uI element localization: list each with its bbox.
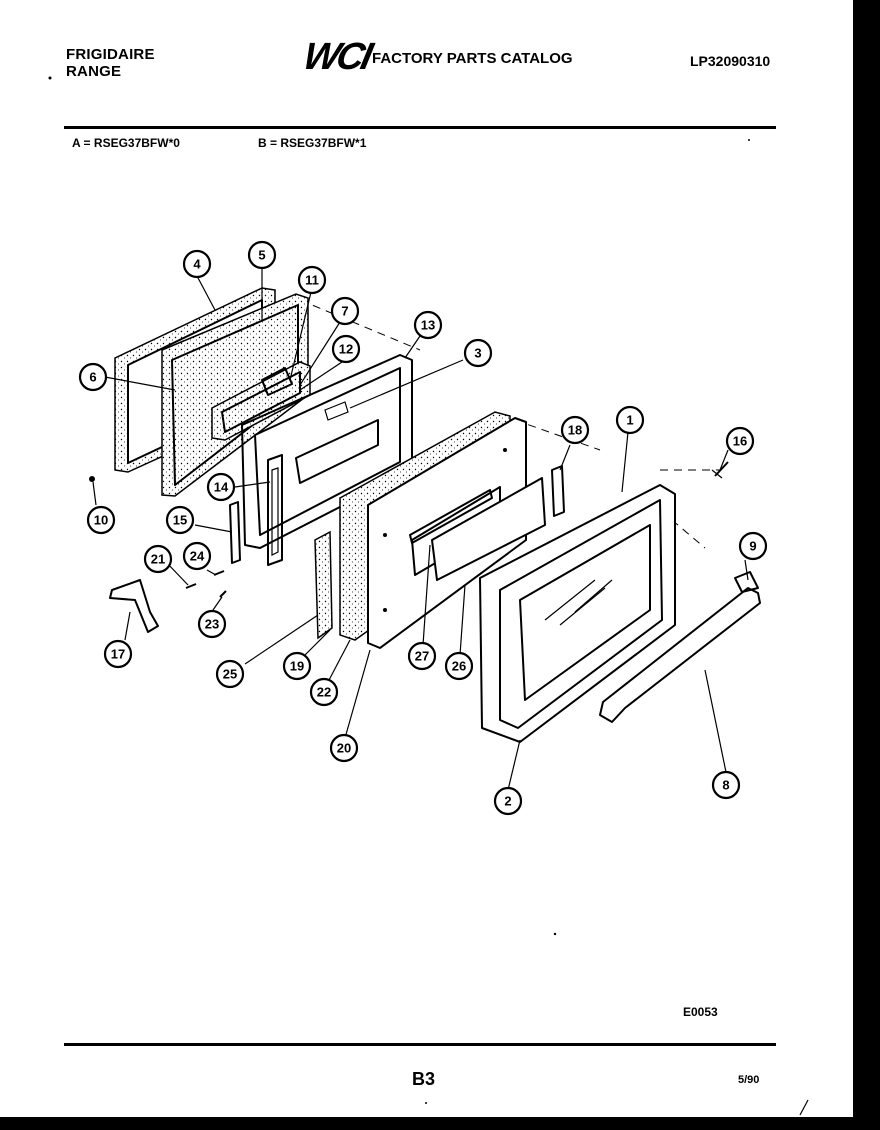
svg-text:15: 15 xyxy=(173,513,187,528)
callout-6: 6 xyxy=(78,362,108,392)
svg-text:22: 22 xyxy=(317,685,331,700)
svg-text:21: 21 xyxy=(151,552,165,567)
revision-date: 5/90 xyxy=(738,1074,760,1086)
callout-12: 12 xyxy=(331,334,361,364)
part-26-glass xyxy=(431,477,546,581)
footer-rule xyxy=(64,1043,776,1046)
svg-text:16: 16 xyxy=(733,434,747,449)
svg-text:17: 17 xyxy=(111,647,125,662)
model-b-label: B = RSEG37BFW*1 xyxy=(258,136,367,150)
svg-text:6: 6 xyxy=(89,370,96,385)
svg-text:5: 5 xyxy=(258,248,265,263)
svg-text:12: 12 xyxy=(339,342,353,357)
brand-block: FRIGIDAIRE RANGE xyxy=(66,46,155,80)
document-number: LP32090310 xyxy=(690,53,771,69)
svg-text:18: 18 xyxy=(568,423,582,438)
callout-20: 20 xyxy=(329,733,359,763)
callout-19: 19 xyxy=(282,651,312,681)
svg-text:25: 25 xyxy=(223,667,237,682)
svg-text:4: 4 xyxy=(193,257,201,272)
svg-text:23: 23 xyxy=(205,617,219,632)
callout-8: 8 xyxy=(711,770,741,800)
callout-13: 13 xyxy=(413,310,443,340)
svg-text:3: 3 xyxy=(474,346,481,361)
part-27-glass-retainer xyxy=(409,489,493,544)
callout-4: 4 xyxy=(182,249,212,279)
part-19-gasket xyxy=(314,530,333,640)
callout-27: 27 xyxy=(407,641,437,671)
leader-lines xyxy=(92,268,749,791)
callout-16: 16 xyxy=(725,426,755,456)
callout-25: 25 xyxy=(215,659,245,689)
callout-17: 17 xyxy=(103,639,133,669)
callout-22: 22 xyxy=(309,677,339,707)
callout-15: 15 xyxy=(165,505,195,535)
svg-text:10: 10 xyxy=(94,513,108,528)
svg-text:9: 9 xyxy=(749,539,756,554)
diagram-code: E0053 xyxy=(683,1005,718,1019)
svg-text:24: 24 xyxy=(190,549,205,564)
callout-21: 21 xyxy=(143,544,173,574)
callout-7: 7 xyxy=(330,296,360,326)
callout-2: 2 xyxy=(493,786,523,816)
part-16-screw xyxy=(711,461,729,479)
part-18-clip xyxy=(551,465,565,517)
callout-11: 11 xyxy=(297,265,327,295)
scan-edge-bottom xyxy=(0,1117,880,1130)
part-15-hinge-strip xyxy=(229,501,241,564)
header-rule xyxy=(64,126,776,129)
scan-specks xyxy=(48,76,809,1116)
callout-3: 3 xyxy=(463,338,493,368)
callout-24: 24 xyxy=(182,541,212,571)
svg-text:2: 2 xyxy=(504,794,511,809)
svg-text:26: 26 xyxy=(452,659,466,674)
product-type: RANGE xyxy=(66,63,122,80)
callout-1: 1 xyxy=(615,405,645,435)
part-17-hinge-arm xyxy=(109,579,159,633)
page-number: B3 xyxy=(412,1069,436,1089)
callout-26: 26 xyxy=(444,651,474,681)
small-screws xyxy=(89,476,227,598)
svg-text:14: 14 xyxy=(214,480,229,495)
alignment-lines xyxy=(299,299,720,549)
callout-10: 10 xyxy=(86,505,116,535)
svg-text:7: 7 xyxy=(341,304,348,319)
svg-text:11: 11 xyxy=(305,273,319,288)
svg-text:20: 20 xyxy=(337,741,351,756)
part-8-handle xyxy=(599,571,761,723)
svg-text:1: 1 xyxy=(626,413,633,428)
callout-23: 23 xyxy=(197,609,227,639)
callout-18: 18 xyxy=(560,415,590,445)
part-14-hinge xyxy=(267,454,283,566)
callout-5: 5 xyxy=(247,240,277,270)
part-1-door-frame xyxy=(479,484,676,743)
callout-9: 9 xyxy=(738,531,768,561)
scan-edge-right xyxy=(853,0,880,1130)
svg-text:8: 8 xyxy=(722,778,729,793)
svg-text:13: 13 xyxy=(421,318,435,333)
catalog-title: FACTORY PARTS CATALOG xyxy=(372,50,573,67)
model-a-label: A = RSEG37BFW*0 xyxy=(72,136,180,150)
svg-text:27: 27 xyxy=(415,649,429,664)
svg-text:19: 19 xyxy=(290,659,304,674)
callout-14: 14 xyxy=(206,472,236,502)
brand-name: FRIGIDAIRE xyxy=(66,46,155,63)
